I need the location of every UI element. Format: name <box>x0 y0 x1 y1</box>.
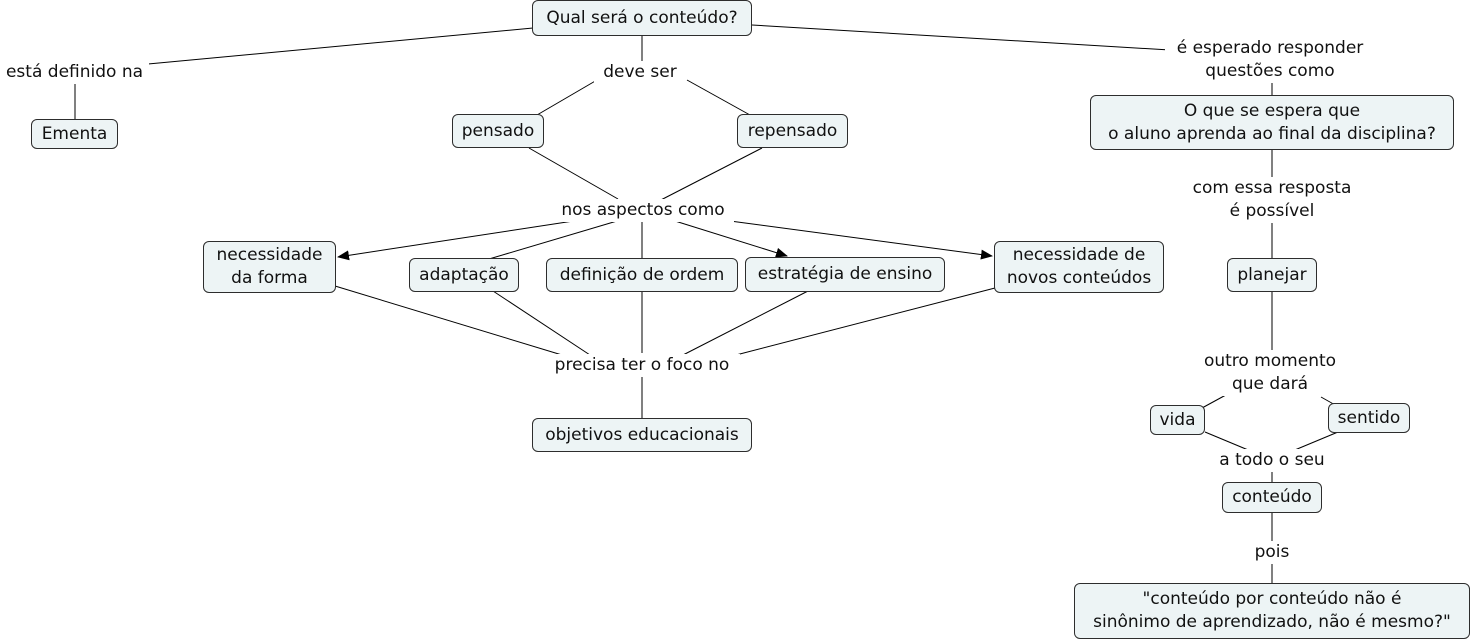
edge-deve-ser-pensado <box>536 79 598 116</box>
node-novos-conteudos[interactable]: necessidade de novos conteúdos <box>994 241 1164 293</box>
edge-root-esperado <box>751 24 1171 51</box>
node-pensado[interactable]: pensado <box>452 114 544 148</box>
edge-aspectos-novos <box>729 220 993 260</box>
node-necessidade-da-forma[interactable]: necessidade da forma <box>203 241 336 293</box>
node-estrategia-de-ensino[interactable]: estratégia de ensino <box>745 257 945 292</box>
edge-novos-foco <box>735 287 996 356</box>
node-ementa[interactable]: Ementa <box>31 119 118 149</box>
node-sentido[interactable]: sentido <box>1328 403 1410 433</box>
edge-vida-todo <box>1204 431 1254 453</box>
link-esta-definido-na: está definido na <box>0 61 149 84</box>
edge-adaptacao-foco <box>492 290 591 356</box>
node-conteudo[interactable]: conteúdo <box>1222 482 1322 513</box>
node-repensado[interactable]: repensado <box>737 114 848 148</box>
node-objetivos-educacionais[interactable]: objetivos educacionais <box>532 418 752 452</box>
link-deve-ser: deve ser <box>594 61 686 84</box>
node-citacao[interactable]: "conteúdo por conteúdo não é sinônimo de… <box>1074 583 1470 639</box>
edge-estrategia-foco <box>682 290 809 356</box>
link-a-todo-o-seu: a todo o seu <box>1210 449 1334 472</box>
link-outro-momento: outro momento que dará <box>1193 350 1347 396</box>
edge-aspectos-adaptacao <box>488 220 618 260</box>
edge-aspectos-necessidade <box>337 219 581 261</box>
node-o-que-se-espera[interactable]: O que se espera que o aluno aprenda ao f… <box>1090 95 1454 150</box>
link-precisa-ter-o-foco: precisa ter o foco no <box>544 354 740 377</box>
edge-aspectos-estrategia <box>674 220 788 258</box>
node-vida[interactable]: vida <box>1150 405 1205 435</box>
node-definicao-de-ordem[interactable]: definição de ordem <box>546 258 738 292</box>
edge-sentido-todo <box>1289 431 1339 453</box>
edge-pensado-aspectos <box>528 147 619 200</box>
node-qual-sera-o-conteudo[interactable]: Qual será o conteúdo? <box>532 0 752 36</box>
link-com-essa-resposta: com essa resposta é possível <box>1180 177 1364 223</box>
edge-deve-ser-repensado <box>686 79 751 116</box>
edge-necessidade-foco <box>334 285 563 356</box>
link-nos-aspectos-como: nos aspectos como <box>552 199 734 222</box>
edge-root-definido <box>147 27 534 65</box>
link-pois: pois <box>1250 541 1294 564</box>
edge-repensado-aspectos <box>654 147 763 204</box>
node-adaptacao[interactable]: adaptação <box>409 258 519 292</box>
link-esperado-responder: é esperado responder questões como <box>1165 37 1375 83</box>
node-planejar[interactable]: planejar <box>1227 258 1317 292</box>
